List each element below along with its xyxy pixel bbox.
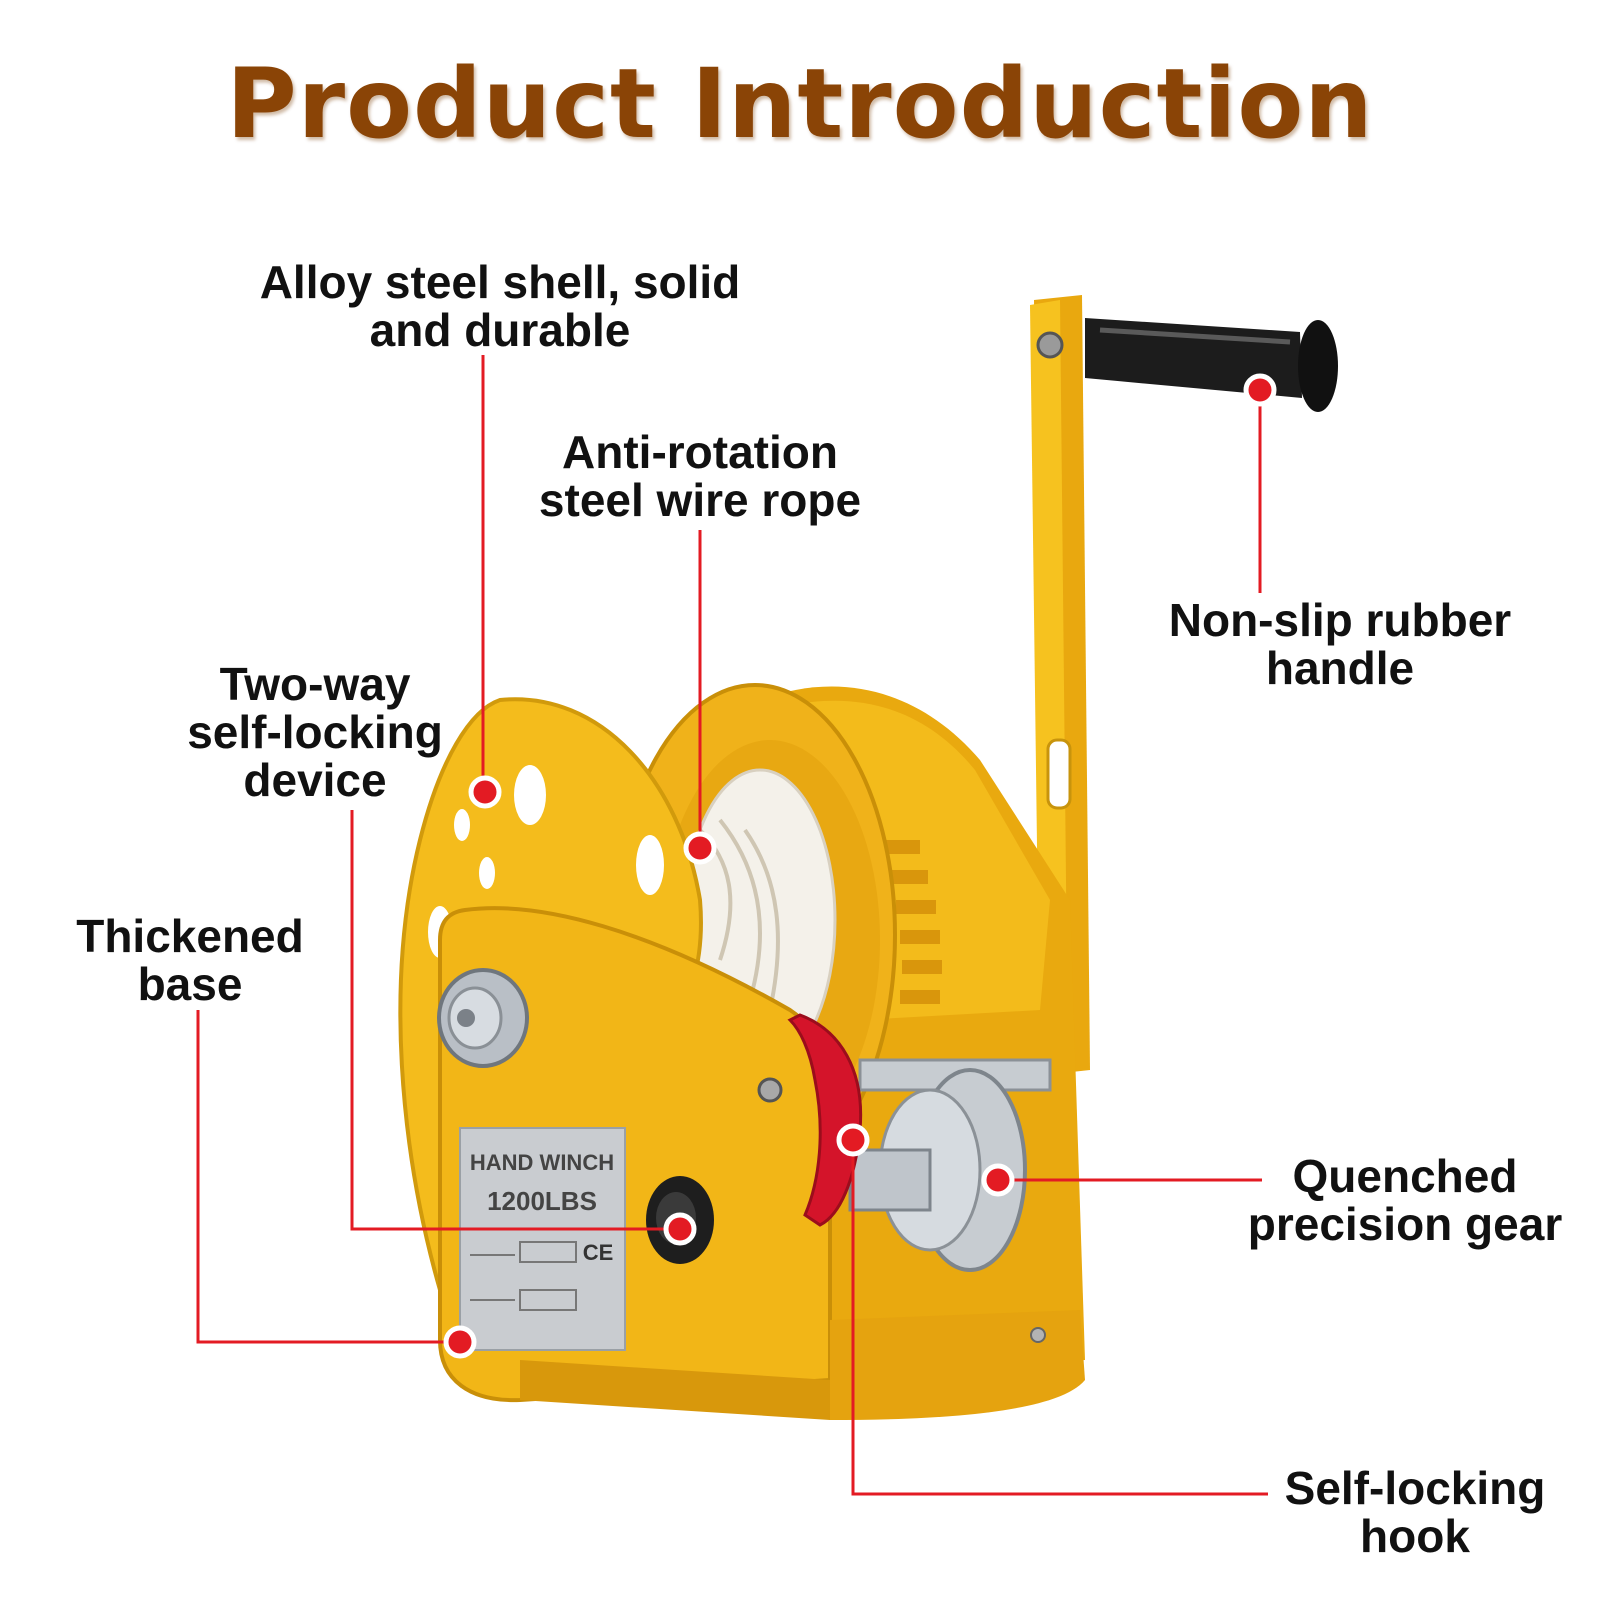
leader-lines <box>196 355 1268 1496</box>
marker-gear <box>981 1163 1015 1197</box>
callout-handle-line2: handle <box>1265 642 1415 694</box>
callout-hook: Self-locking hook <box>1250 1464 1580 1560</box>
marker-rope <box>683 831 717 865</box>
callout-gear-line2: precision gear <box>1247 1198 1563 1250</box>
callout-lock-line2: self-locking <box>187 706 443 758</box>
callout-handle-line1: Non-slip rubber <box>1168 594 1512 646</box>
crank-bolt <box>1036 331 1064 359</box>
plate-line1: HAND WINCH <box>470 1150 614 1175</box>
callout-shell: Alloy steel shell, solid and durable <box>200 258 800 354</box>
callout-shell-line1: Alloy steel shell, solid <box>259 256 741 308</box>
leader-hook <box>851 1140 1268 1496</box>
marker-hook <box>836 1123 870 1157</box>
drive-gear <box>880 840 942 1004</box>
leader-lock <box>350 810 680 1231</box>
page-title: Product Introduction <box>226 48 1374 160</box>
crank-slot <box>1046 738 1072 810</box>
rubber-handle-grip <box>1085 318 1338 412</box>
marker-base <box>443 1325 477 1359</box>
plate-line2: 1200LBS <box>487 1186 597 1216</box>
marker-shell <box>468 775 502 809</box>
base-screw <box>1030 1327 1046 1343</box>
callout-base: Thickened base <box>40 912 340 1008</box>
callout-shell-line2: and durable <box>369 304 631 356</box>
callout-rope-line1: Anti-rotation <box>562 426 838 478</box>
plate-ce-mark: CE <box>583 1240 614 1265</box>
marker-lock <box>663 1212 697 1246</box>
callout-rope-line2: steel wire rope <box>538 474 862 526</box>
housing-bolt <box>437 968 529 1068</box>
flange-holes <box>428 765 664 958</box>
callout-gear-line1: Quenched <box>1292 1150 1518 1202</box>
hook-latch <box>787 1013 863 1227</box>
leader-base <box>196 1010 460 1344</box>
side-screw <box>757 1077 783 1103</box>
callout-rope: Anti-rotation steel wire rope <box>480 428 920 524</box>
housing-base <box>830 1310 1085 1420</box>
callout-markers <box>443 373 1277 1359</box>
marker-handle <box>1243 373 1277 407</box>
callout-base-line1: Thickened <box>76 910 304 962</box>
callout-lock-line3: device <box>243 754 387 806</box>
callout-handle: Non-slip rubber handle <box>1120 596 1560 692</box>
callout-lock: Two-way self-locking device <box>150 660 480 804</box>
callout-base-line2: base <box>137 958 243 1010</box>
callout-hook-line1: Self-locking <box>1284 1462 1546 1514</box>
callout-gear: Quenched precision gear <box>1220 1152 1590 1248</box>
callout-lock-line1: Two-way <box>219 658 411 710</box>
callout-hook-line2: hook <box>1360 1510 1470 1562</box>
name-plate: HAND WINCH 1200LBS CE <box>459 1127 626 1351</box>
